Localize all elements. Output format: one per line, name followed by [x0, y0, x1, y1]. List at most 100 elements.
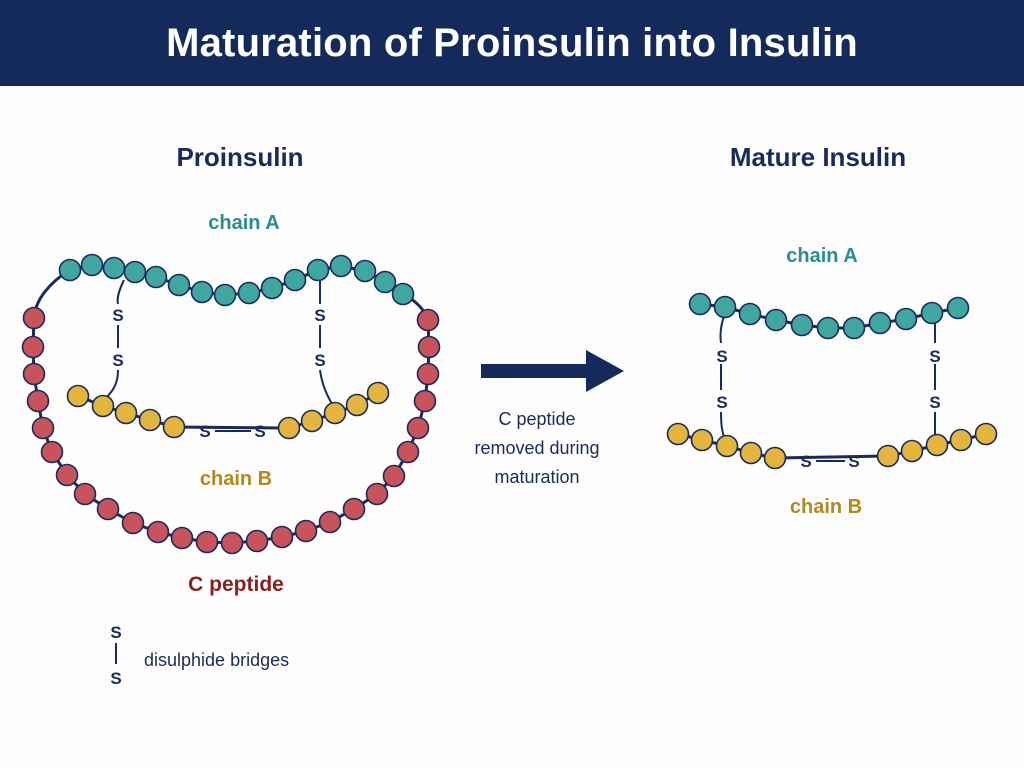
sulfur-atom: S	[929, 347, 940, 366]
c-peptide-residue	[21, 335, 45, 359]
sulfur-atom: S	[314, 306, 325, 325]
chain-a-residue	[329, 254, 353, 278]
chain-b-residue	[666, 422, 690, 446]
c-peptide-residue	[294, 519, 318, 543]
c-peptide-residue	[121, 511, 145, 535]
arrow-icon	[481, 350, 624, 392]
c-peptide-residue	[416, 362, 440, 386]
bridge-line-right	[319, 278, 333, 405]
sulfur-atom: S	[112, 306, 123, 325]
proinsulin-chain-a-label: chain A	[208, 212, 280, 234]
chain-a-residue	[144, 265, 168, 289]
sulfur-atom: S	[716, 347, 727, 366]
sulfur-atom: S	[848, 452, 859, 471]
c-peptide-residue	[96, 497, 120, 521]
chain-b-residue	[162, 415, 186, 439]
chain-b-residue	[91, 394, 115, 418]
c-peptide-residue	[245, 529, 269, 553]
chain-b-residue	[366, 381, 390, 405]
chain-a-residue	[790, 313, 814, 337]
chain-b-line	[77, 391, 379, 430]
c-peptide-residue	[270, 525, 294, 549]
chain-b-residue	[323, 401, 347, 425]
c-peptide-residue	[55, 463, 79, 487]
sulfur-atom: S	[254, 422, 265, 441]
legend-text: disulphide bridges	[144, 650, 289, 670]
chain-a-residue	[353, 259, 377, 283]
mature-insulin-heading: Mature Insulin	[730, 142, 906, 172]
chain-a-residue	[80, 253, 104, 277]
chain-b-residue	[300, 409, 324, 433]
mature-chain-b-residues	[666, 422, 998, 470]
chain-a-residue	[920, 301, 944, 325]
chain-b-residue	[974, 422, 998, 446]
c-peptide-residue	[31, 416, 55, 440]
legend-sulfur-top: S	[110, 623, 121, 642]
chain-a-residue	[688, 292, 712, 316]
chain-a-residue	[260, 276, 284, 300]
chain-a-residue	[102, 256, 126, 280]
c-peptide-residue	[146, 520, 170, 544]
mature-chain-a-label: chain A	[786, 245, 858, 267]
chain-a-residue	[816, 316, 840, 340]
chain-b-residue	[690, 428, 714, 452]
c-peptide-residue	[22, 362, 46, 386]
c-peptide-residue	[406, 416, 430, 440]
bridge-line-left	[103, 279, 125, 401]
chain-a-residue	[283, 268, 307, 292]
proinsulin-chain-b-label: chain B	[200, 468, 272, 490]
chain-b-residue	[114, 401, 138, 425]
mature-chain-b-line	[677, 432, 987, 460]
title-bar: Maturation of Proinsulin into Insulin	[0, 0, 1024, 86]
c-peptide-residue	[417, 335, 441, 359]
c-peptide-residue	[22, 306, 46, 330]
c-peptide-residue	[416, 308, 440, 332]
c-peptide-residue	[382, 464, 406, 488]
chain-b-residue	[66, 384, 90, 408]
arrow-caption-line-1: C peptide	[498, 409, 575, 429]
chain-a-residue	[738, 302, 762, 326]
c-peptide-residue	[40, 440, 64, 464]
diagram-svg: Proinsulin Mature Insulin S S S S S S ch…	[21, 142, 998, 688]
chain-a-residue	[946, 296, 970, 320]
chain-a-residue	[237, 281, 261, 305]
sulfur-atom: S	[199, 422, 210, 441]
c-peptide-residues	[21, 306, 441, 555]
chain-a-residue	[868, 311, 892, 335]
chain-b-residue	[277, 416, 301, 440]
arrow-caption-line-2: removed during	[474, 438, 599, 458]
chain-a-residue	[123, 260, 147, 284]
mature-bridge-line-left	[719, 315, 726, 441]
c-peptide-residue	[73, 482, 97, 506]
sulfur-atom: S	[112, 351, 123, 370]
chain-a-residue	[190, 280, 214, 304]
proinsulin-chain-a-residues	[58, 253, 415, 307]
chain-b-residue	[739, 441, 763, 465]
chain-a-residue	[391, 282, 415, 306]
chain-b-residue	[949, 428, 973, 452]
chain-b-residue	[925, 433, 949, 457]
mature-chain-b-label: chain B	[790, 496, 862, 518]
c-peptide-residue	[342, 497, 366, 521]
diagram-canvas: Proinsulin Mature Insulin S S S S S S ch…	[0, 86, 1024, 768]
arrow-caption-line-3: maturation	[494, 467, 579, 487]
c-peptide-residue	[318, 510, 342, 534]
chain-b-residue	[900, 439, 924, 463]
sulfur-atom: S	[314, 351, 325, 370]
page-title: Maturation of Proinsulin into Insulin	[166, 20, 858, 65]
c-peptide-residue	[365, 482, 389, 506]
chain-a-residue	[306, 258, 330, 282]
chain-a-residue	[373, 270, 397, 294]
chain-a-residue	[894, 307, 918, 331]
c-peptide-residue	[170, 526, 194, 550]
c-peptide-residue	[413, 389, 437, 413]
chain-b-residue	[715, 434, 739, 458]
c-peptide-label: C peptide	[188, 573, 284, 596]
chain-b-residue	[345, 393, 369, 417]
chain-b-residue	[138, 408, 162, 432]
sulfur-atom: S	[800, 452, 811, 471]
mature-chain-a-residues	[688, 292, 970, 340]
sulfur-atom: S	[716, 393, 727, 412]
c-peptide-residue	[26, 389, 50, 413]
c-peptide-residue	[396, 440, 420, 464]
